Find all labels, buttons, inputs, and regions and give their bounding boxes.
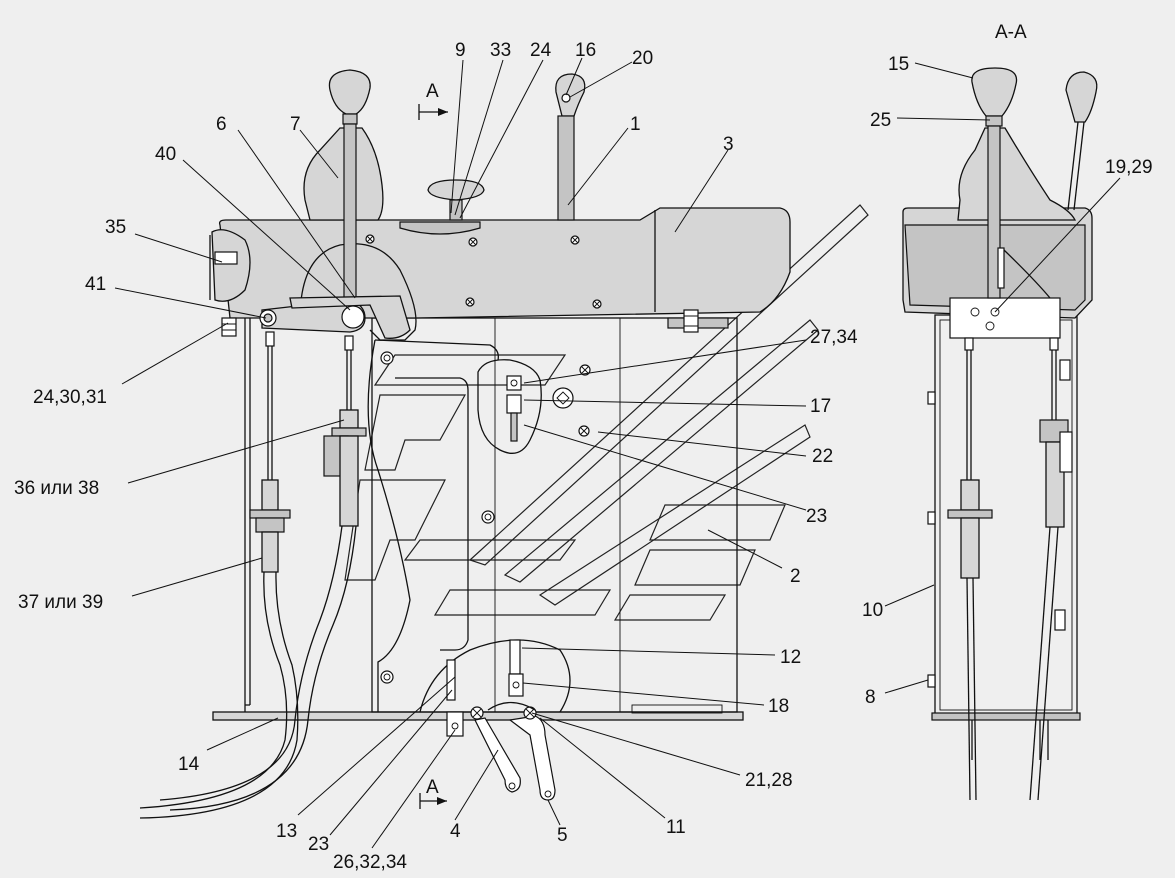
callout-1: 1 [630,114,641,135]
switch-35 [209,229,251,302]
callout-27-34: 27,34 [810,327,858,348]
callout-5: 5 [557,825,568,846]
callout-13: 13 [276,821,297,842]
callout-16: 16 [575,40,596,61]
callout-15: 15 [888,54,909,75]
callout-2: 2 [790,566,801,587]
knob-9 [427,179,485,221]
callout-33: 33 [490,40,511,61]
callout-24-30-31: 24,30,31 [33,387,107,408]
callout-3: 3 [723,134,734,155]
callout-4: 4 [450,821,461,842]
window-cutaway [477,359,542,454]
callout-18: 18 [768,696,789,717]
callout-10: 10 [862,600,883,621]
callout-25: 25 [870,110,891,131]
callout-14: 14 [178,754,200,775]
section-arrow-top [418,104,448,120]
callout-11: 11 [666,817,686,838]
top-cover [218,207,791,319]
section-view-aa [902,67,1098,801]
cable-middle [159,335,367,811]
callout-24: 24 [530,40,552,61]
callout-9: 9 [455,40,466,61]
bracket-bolt [221,317,237,337]
callout-23-bottom: 23 [308,834,329,855]
callout-19-29: 19,29 [1105,157,1153,178]
section-arrow-bottom [419,793,447,809]
callout-40: 40 [155,144,176,165]
section-title: A-A [995,22,1027,43]
callout-41: 41 [85,274,106,295]
callout-22: 22 [812,446,833,467]
callout-12: 12 [780,647,801,668]
leader-lines [114,57,1121,849]
section-mark-bottom: A [426,777,439,798]
section-mark-top: A [426,81,439,102]
right-bracket [667,309,729,333]
lever-arm [259,295,411,339]
callout-26-32-34: 26,32,34 [333,852,407,873]
callout-8: 8 [865,687,876,708]
housing-body [371,317,738,713]
callout-17: 17 [810,396,831,417]
callout-21-28: 21,28 [745,770,793,791]
shift-lever-left [303,69,384,315]
callout-36-38: 36 или 38 [14,478,99,499]
callout-23-right: 23 [806,506,827,527]
callout-7: 7 [290,114,301,135]
cover-screws [365,234,602,309]
cover-opening [399,221,481,235]
callout-20: 20 [632,48,653,69]
front-view [139,69,791,819]
shift-lever-right [555,73,586,221]
callout-37-39: 37 или 39 [18,592,103,613]
callout-labels: 9 33 24 16 20 1 3 A 7 6 40 35 41 24,30,3… [14,22,1153,873]
watermark-logo [344,204,869,621]
cover-cutaway [299,243,417,341]
callout-35: 35 [105,217,126,238]
callout-6: 6 [216,114,227,135]
bottom-levers [446,701,556,801]
cable-left [139,331,299,819]
